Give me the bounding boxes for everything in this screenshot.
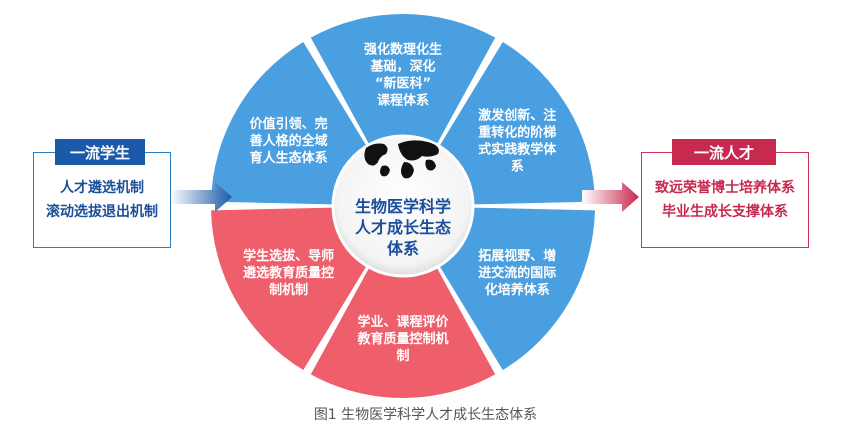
segment-label-line: 善人格的全域 (250, 133, 328, 149)
right-box-line: 致远荣誉博士培养体系 (655, 180, 795, 196)
segment-label-line: 学生选拔、导师 (243, 248, 334, 264)
figure-caption: 图1 生物医学科学人才成长生态体系 (313, 407, 538, 423)
right-box-title: 一流人才 (672, 139, 776, 165)
arrow-right-icon (582, 182, 639, 212)
segment-label-line: 课程体系 (377, 93, 429, 109)
center-title-line: 体系 (387, 239, 419, 258)
segment-label-line: 化培养体系 (485, 282, 550, 298)
right-outcome-box: 致远荣誉博士培养体系 毕业生成长支撑体系 (641, 152, 809, 248)
wheel-segment (211, 207, 367, 371)
segment-label-line: 价值引领、完 (250, 116, 328, 132)
segment-label-line: 拓展视野、增 (478, 248, 556, 264)
segment-label-line: 系 (511, 159, 524, 175)
segment-label-line: 学业、课程评价 (357, 314, 449, 330)
wheel-segments: 强化数理化生基础，深化“新医科”课程体系激发创新、注重转化的阶梯式实践教学体系拓… (211, 14, 595, 398)
segment-label-line: 进交流的国际 (478, 265, 556, 281)
left-box-line: 滚动选拔退出机制 (46, 204, 158, 220)
segment-label-line: 重转化的阶梯 (478, 125, 556, 141)
wheel-segment (211, 41, 367, 205)
segment-label-line: 制机制 (269, 282, 308, 298)
arrow-right-icon (170, 182, 232, 212)
wheel-segment (310, 267, 496, 398)
left-box-line: 人才遴选机制 (60, 180, 144, 196)
center-circle (331, 134, 475, 278)
segment-label-line: 基础，深化 (369, 59, 435, 75)
segment-label-line: 制 (396, 348, 409, 364)
segment-label-line: “新医科” (375, 76, 431, 92)
wheel-segment (439, 41, 595, 205)
wheel-segment (310, 14, 496, 145)
left-box-title: 一流学生 (55, 139, 145, 165)
center-title-line: 生物医学科学 (355, 197, 451, 216)
segment-label-line: 遴选教育质量控 (242, 265, 334, 281)
wheel-segment (439, 207, 595, 371)
segment-label-line: 育人生态体系 (250, 150, 328, 166)
segment-label-line: 强化数理化生 (364, 42, 442, 58)
segment-label-line: 激发创新、注 (478, 108, 556, 124)
segment-label-line: 教育质量控制机 (356, 331, 448, 347)
segment-label-line: 式实践教学体 (478, 142, 557, 158)
world-map-icon (364, 140, 439, 179)
center-title-line: 人才成长生态 (355, 218, 451, 237)
left-outcome-box: 人才遴选机制 滚动选拔退出机制 (33, 152, 171, 248)
right-box-line: 毕业生成长支撑体系 (662, 204, 788, 220)
